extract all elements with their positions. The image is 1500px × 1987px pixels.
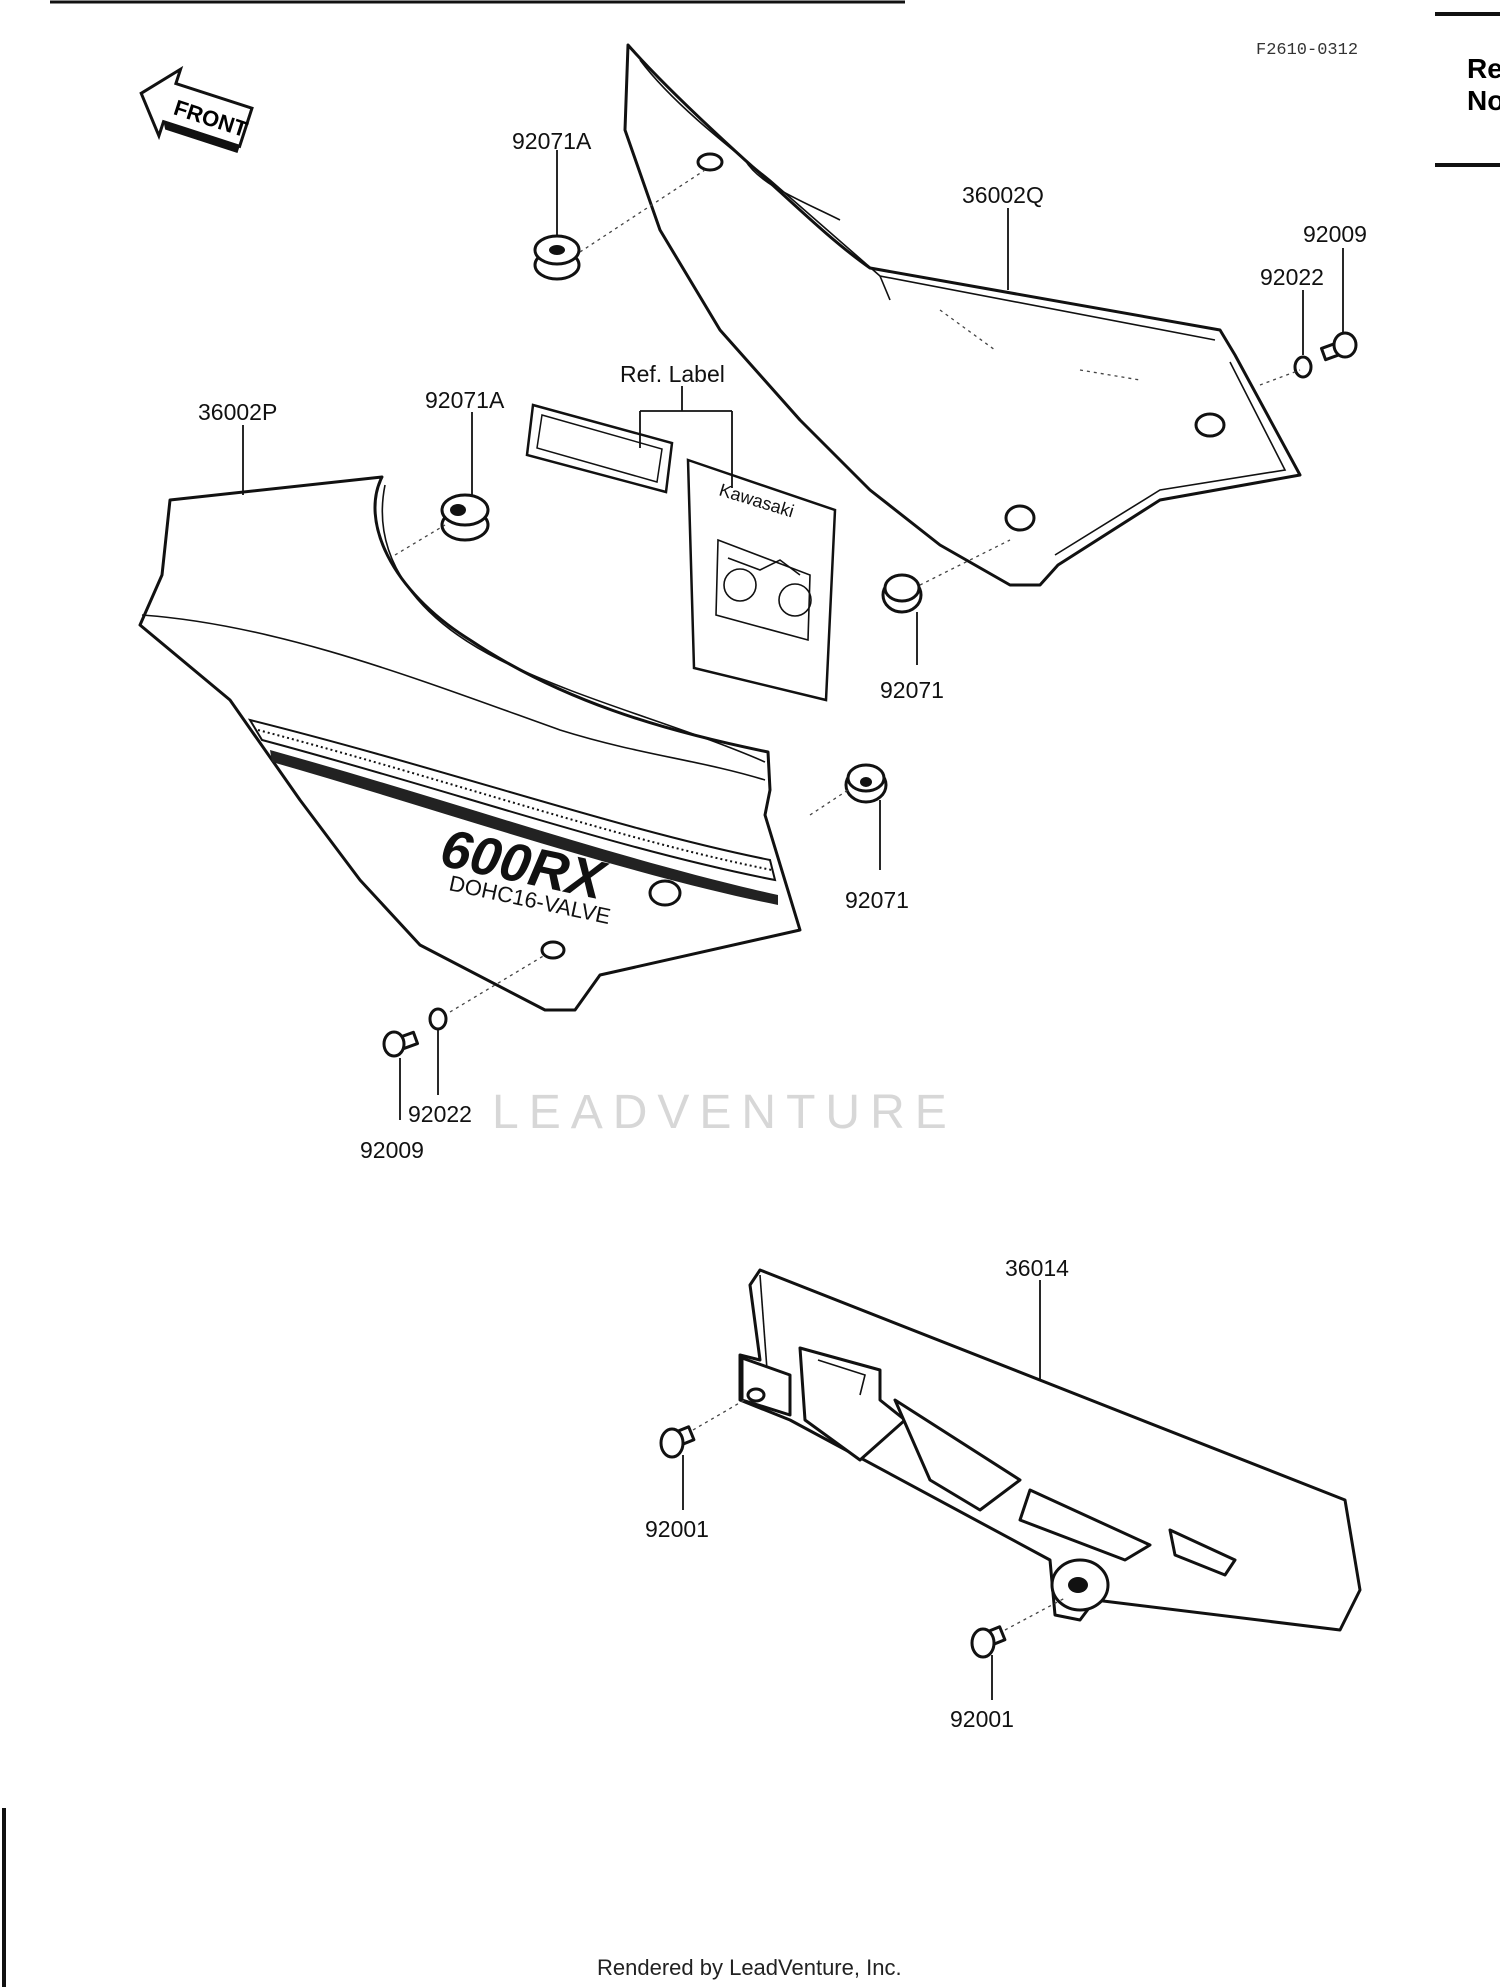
- diagram-code: F2610-0312: [1256, 41, 1358, 60]
- label-36002P: 36002P: [198, 399, 277, 425]
- washer-92022-right: [1293, 355, 1313, 379]
- footer-credit: Rendered by LeadVenture, Inc.: [597, 1955, 902, 1980]
- bolt-92009-right: [1319, 331, 1358, 362]
- label-36014: 36014: [1005, 1255, 1069, 1281]
- front-arrow-icon: FRONT: [139, 65, 254, 153]
- label-92001-left: 92001: [645, 1516, 709, 1542]
- kawasaki-label-plate: Kawasaki: [686, 458, 837, 702]
- grommet-92071A-top: [533, 234, 581, 281]
- bolt-92001-left: [659, 1425, 696, 1459]
- label-92001-right: 92001: [950, 1706, 1014, 1732]
- ref-label-text: Ref. Label: [620, 361, 725, 387]
- grommet-92071-lower: [844, 763, 888, 804]
- label-92022-left: 92022: [408, 1101, 472, 1127]
- label-36002Q: 36002Q: [962, 182, 1044, 208]
- watermark: LEADVENTURE: [492, 1086, 957, 1139]
- bolt-92001-right: [970, 1625, 1007, 1659]
- label-92071-lower: 92071: [845, 887, 909, 913]
- label-92071-right: 92071: [880, 677, 944, 703]
- bolt-92009-left: [382, 1030, 420, 1058]
- ref-label-strip: [525, 403, 674, 494]
- label-92009-left: 92009: [360, 1137, 424, 1163]
- chain-guard-36014: [738, 1268, 1362, 1632]
- grommet-92071-right: [881, 573, 923, 614]
- side-cover-right-36002Q: [623, 43, 1302, 587]
- side-text-2: No: [1467, 85, 1500, 116]
- side-text-1: Re: [1467, 53, 1500, 84]
- label-92071A-top: 92071A: [512, 128, 592, 154]
- label-92009-right: 92009: [1303, 221, 1367, 247]
- label-92071A-mid: 92071A: [425, 387, 505, 413]
- ref-label-leader: [639, 386, 733, 488]
- washer-92022-left: [428, 1007, 448, 1031]
- label-92022-right: 92022: [1260, 264, 1324, 290]
- side-cover-left-36002P: 600RX DOHC16-VALVE: [138, 475, 802, 1012]
- grommet-92071A-mid: [440, 493, 490, 542]
